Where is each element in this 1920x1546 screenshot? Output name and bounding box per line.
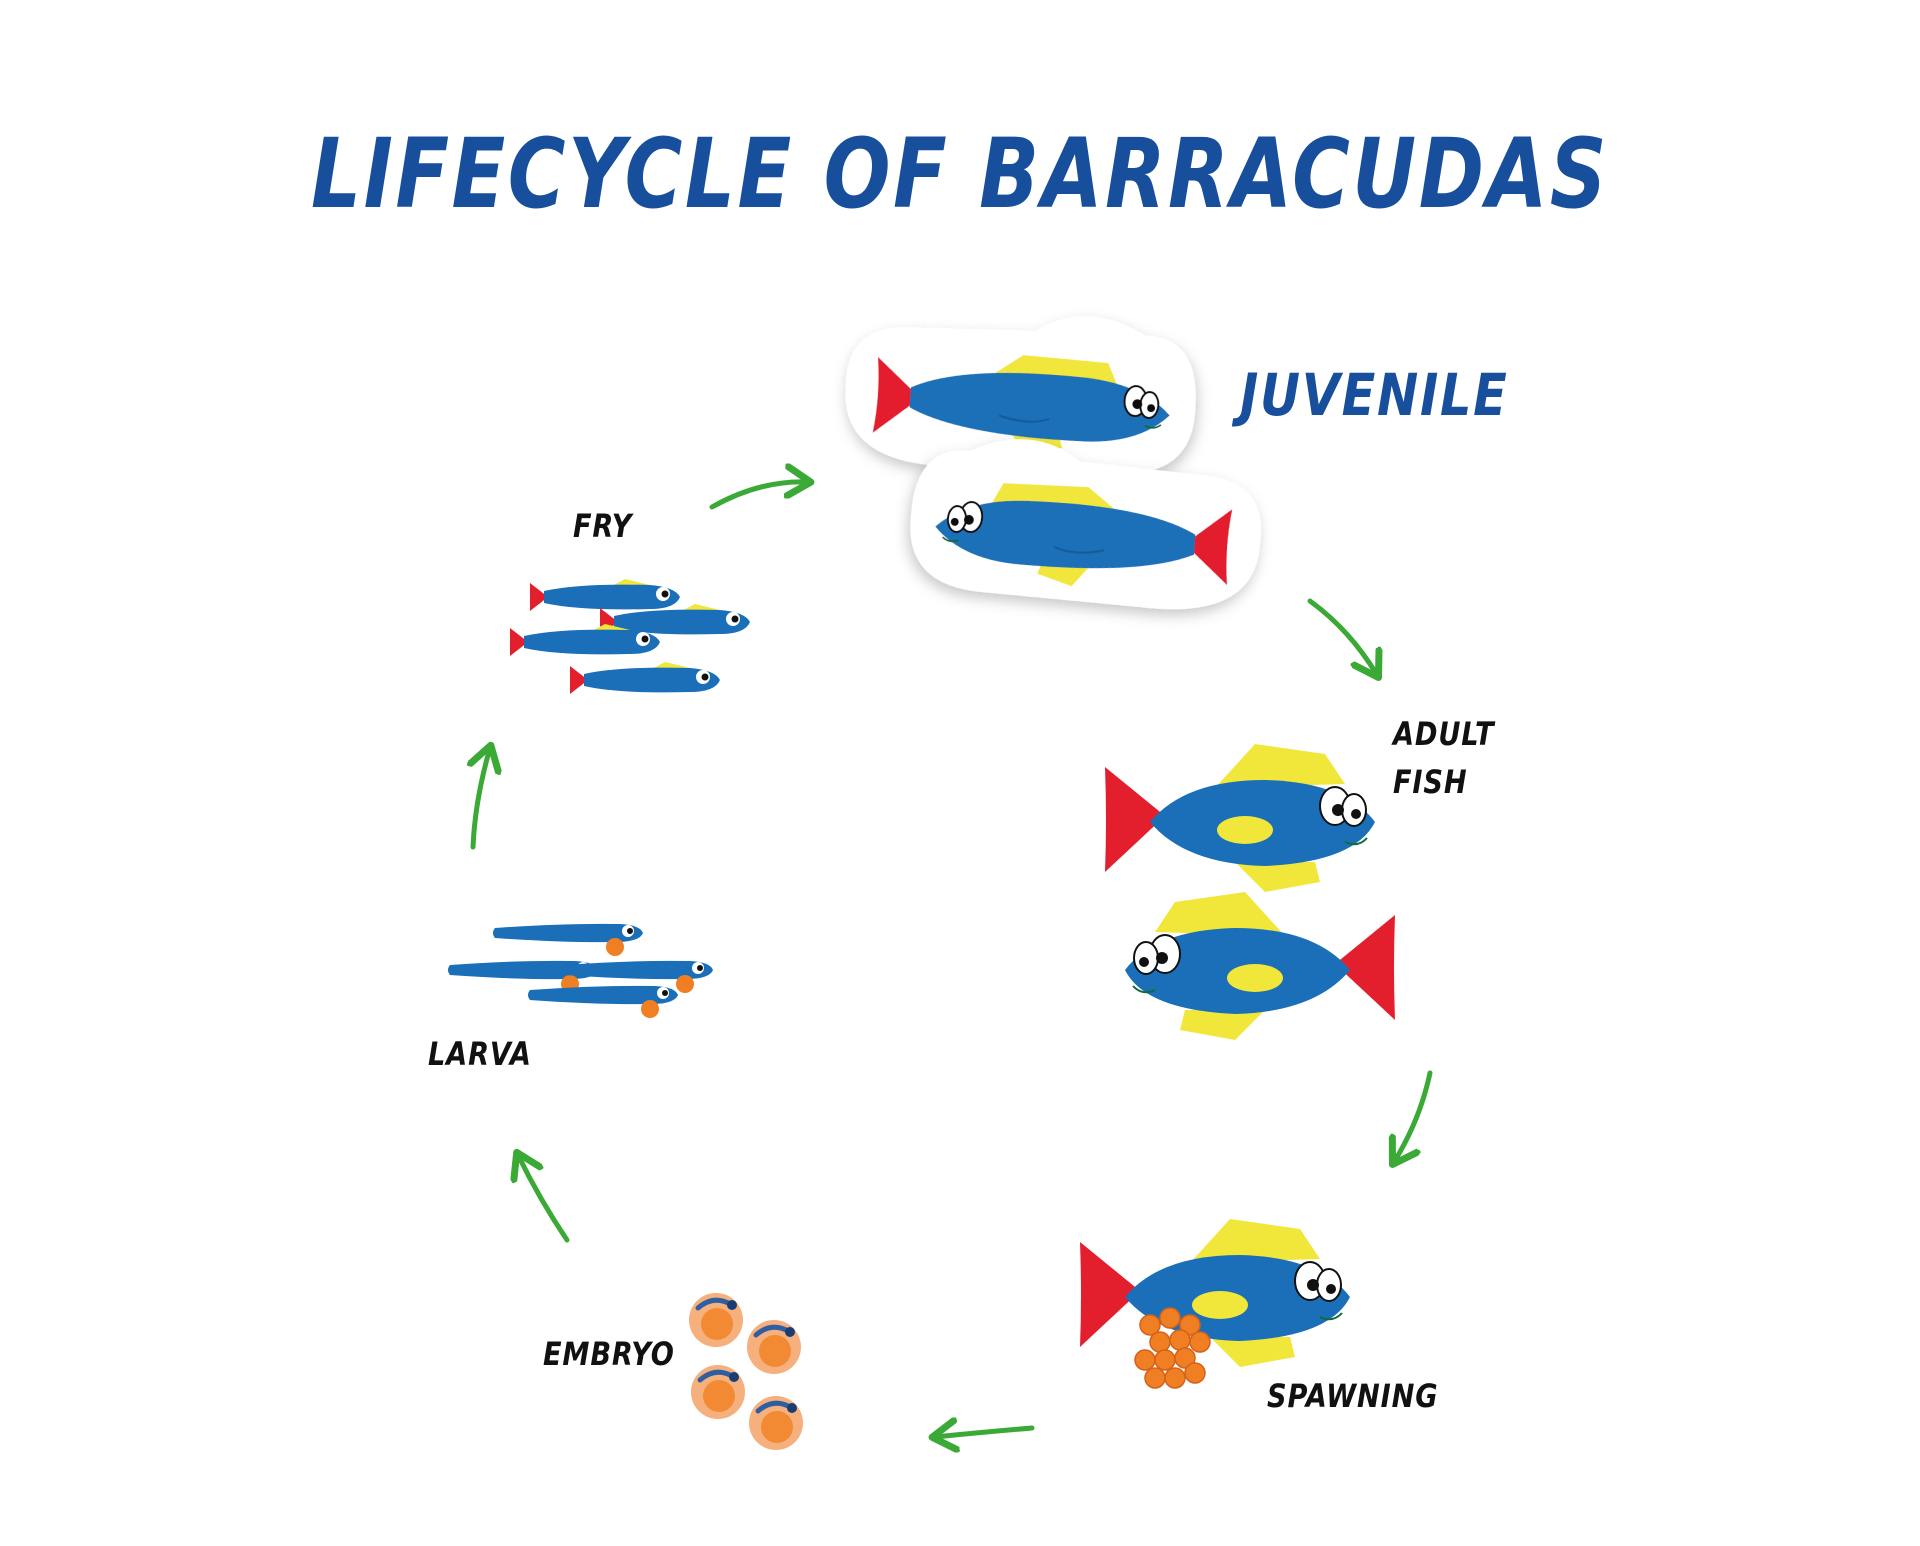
embryo-eggs bbox=[689, 1293, 803, 1450]
arrow-juvenile-to-adult bbox=[1307, 598, 1377, 675]
fry-school bbox=[510, 579, 750, 694]
adult-fish-1 bbox=[1104, 743, 1376, 893]
stage-label-embryo: EMBRYO bbox=[543, 1335, 675, 1373]
arrow-larva-to-fry bbox=[473, 748, 490, 850]
juvenile-fish-1 bbox=[845, 316, 1196, 474]
stage-label-juvenile: JUVENILE bbox=[1240, 361, 1509, 429]
stage-label-fry: FRY bbox=[573, 507, 633, 545]
spawning-fish bbox=[1079, 1218, 1351, 1389]
stage-label-adult: ADULT FISH bbox=[1393, 715, 1495, 801]
arrow-adult-to-spawning bbox=[1394, 1070, 1433, 1162]
larva-group bbox=[448, 923, 713, 1018]
stage-label-larva: LARVA bbox=[428, 1035, 532, 1073]
arrow-embryo-to-larva bbox=[518, 1155, 570, 1243]
juvenile-fish-2 bbox=[910, 439, 1261, 610]
arrow-fry-to-juvenile bbox=[709, 482, 808, 510]
page-title: LIFECYCLE OF BARRACUDAS bbox=[310, 118, 1610, 230]
stage-label-spawning: SPAWNING bbox=[1267, 1377, 1439, 1415]
arrow-spawning-to-embryo bbox=[935, 1428, 1035, 1437]
adult-fish-2 bbox=[1124, 891, 1396, 1041]
